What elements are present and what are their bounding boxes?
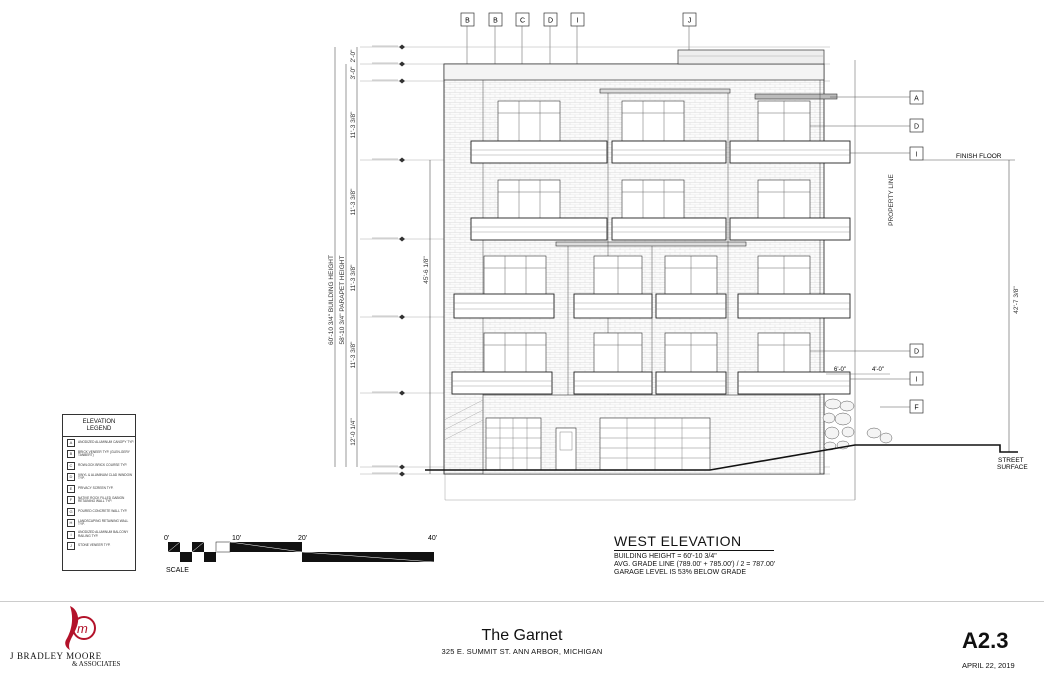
callout-label: I: [916, 377, 918, 384]
legend-title: ELEVATION LEGEND: [63, 415, 135, 437]
grid-label: C: [520, 18, 525, 25]
scale-label: SCALE: [166, 567, 189, 574]
sheet-date: APRIL 22, 2019: [962, 661, 1015, 670]
dim-floor: 11'-3 3/8": [350, 341, 357, 369]
legend-key: F: [67, 496, 75, 505]
legend-key: I: [67, 530, 75, 539]
grid-label: B: [465, 18, 470, 25]
svg-text:m: m: [77, 621, 88, 636]
dim-parapet-height: 58'-10 3/4" PARAPET HEIGHT: [339, 256, 346, 345]
legend-text: ANODIZED ALUMINUM BALCONY RAILING TYP.: [78, 530, 129, 538]
firm-subname: & ASSOCIATES: [72, 660, 121, 668]
scale-mark: 10': [232, 535, 241, 542]
property-line-label: PROPERTY LINE: [888, 173, 895, 225]
dim-4: 4'-0": [872, 367, 884, 373]
legend-key: A: [67, 438, 75, 447]
grid-label: D: [548, 18, 553, 25]
building-height-note: BUILDING HEIGHT = 60'-10 3/4": [614, 553, 717, 560]
callout-label: D: [914, 124, 919, 131]
west-elevation-drawing: B B C D I J: [328, 12, 1028, 501]
project-address: 325 E. SUMMIT ST. ANN ARBOR, MICHIGAN: [441, 647, 603, 656]
project-name: The Garnet: [481, 627, 563, 644]
dimension-strings: [334, 47, 1010, 474]
legend-text: VINYL & ALUMINUM CLAD WINDOW TYP.: [78, 472, 133, 481]
callout-label: D: [914, 349, 919, 356]
west-elevation-title: WEST ELEVATION: [614, 533, 774, 551]
level-markers: [399, 44, 405, 477]
dim-top: 2'-0": [350, 49, 357, 63]
legend-text: LANDSCAPING RETAINING WALL TYP.: [78, 518, 129, 527]
scale-mark: 20': [298, 535, 307, 542]
legend-key: H: [67, 519, 75, 528]
grid-label: B: [493, 18, 498, 25]
titleblock-divider: [0, 601, 1044, 602]
grid-label: I: [577, 18, 579, 25]
dim-parapet: 3'-0": [350, 66, 357, 80]
legend-text: NATIVE ROCK FILLED GABION RETAINING WALL…: [78, 495, 125, 504]
scale-bar: 0' 10' 20' 40' SCALE: [164, 535, 437, 574]
sheet-number: A2.3: [962, 628, 1009, 653]
legend-key: B: [67, 450, 75, 459]
firm-logo-icon: m: [65, 606, 96, 650]
firm-name: J BRADLEY MOORE: [10, 651, 102, 661]
legend-text: POURED CONCRETE WALL TYP.: [78, 508, 128, 513]
legend-key: E: [67, 484, 75, 493]
dim-6: 6'-0": [834, 367, 846, 373]
legend-text: BRICK VENEER TYP. (GLEN-GERY TANBERT): [78, 449, 130, 458]
dim-mid: 45'-6 1/8": [423, 256, 430, 284]
legend-text: ANODIZED ALUMINUM CANOPY TYP.: [78, 439, 134, 444]
dim-floor: 11'-3 3/8": [350, 264, 357, 292]
legend-key: G: [67, 507, 75, 516]
dim-right: 42'-7 3/8": [1013, 286, 1020, 314]
legend-text: STONE VENEER TYP.: [78, 543, 111, 548]
dim-floor: 11'-3 3/8": [350, 188, 357, 216]
legend-key: C: [67, 461, 75, 470]
finish-floor-label: FINISH FLOOR: [956, 153, 1002, 160]
legend-key: D: [67, 473, 75, 482]
dim-building-height: 60'-10 3/4" BUILDING HEIGHT: [328, 255, 335, 345]
callout-label: F: [914, 405, 918, 412]
garage-level-note: GARAGE LEVEL IS 53% BELOW GRADE: [614, 569, 747, 576]
scale-mark: 40': [428, 535, 437, 542]
scale-mark: 0': [164, 535, 169, 542]
callout-label: A: [914, 96, 919, 103]
dim-garage: 12'-0 1/4": [350, 418, 357, 446]
legend-text: PRIVACY SCREEN TYP.: [78, 485, 114, 490]
legend-key: J: [67, 542, 75, 551]
building: [443, 49, 893, 475]
callout-label: I: [916, 152, 918, 159]
dim-floor: 11'-3 3/8": [350, 111, 357, 139]
grade-line-note: AVG. GRADE LINE (789.00' + 785.00') / 2 …: [614, 561, 776, 568]
grid-label: J: [688, 18, 692, 25]
legend-text: ROWLOCK BRICK COURSE TYP.: [78, 462, 128, 467]
